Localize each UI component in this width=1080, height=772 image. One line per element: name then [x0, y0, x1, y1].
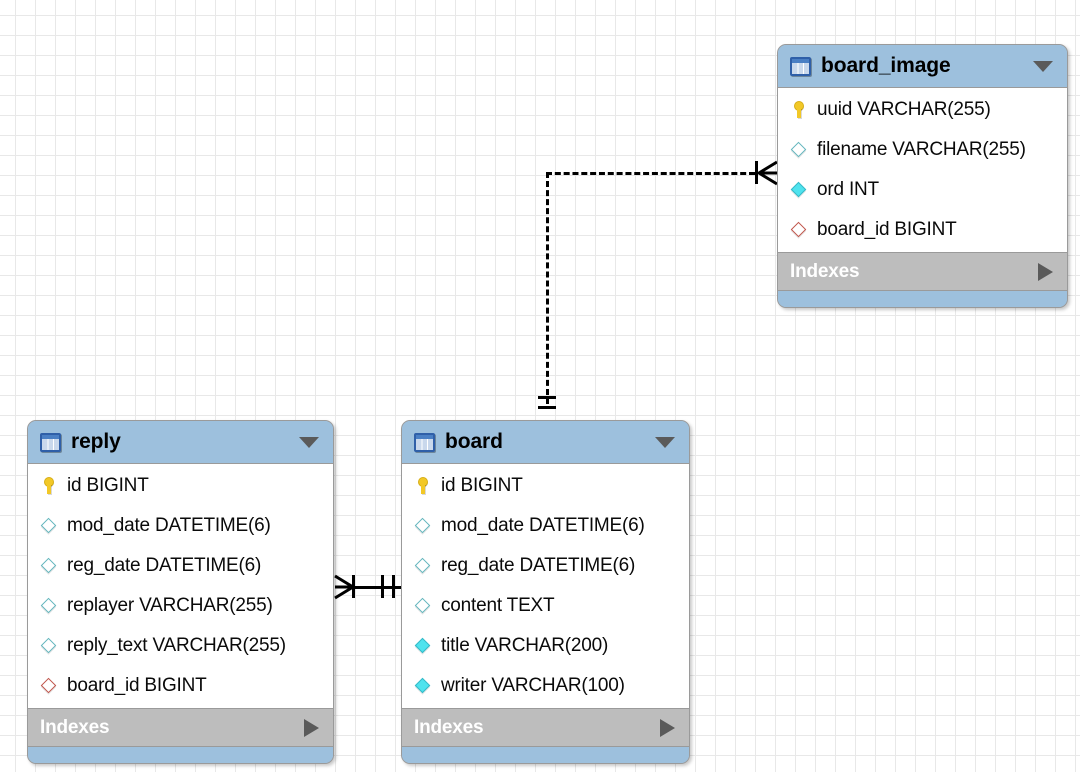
chevron-right-icon[interactable]: [1038, 262, 1053, 281]
not-null-column-icon: [790, 181, 808, 199]
primary-key-icon: [414, 477, 432, 495]
column-label: filename VARCHAR(255): [817, 139, 1026, 160]
nullable-column-icon: [414, 597, 432, 615]
indexes-label: Indexes: [40, 716, 110, 738]
column-row[interactable]: writer VARCHAR(100): [402, 666, 689, 706]
column-row[interactable]: replayer VARCHAR(255): [28, 586, 333, 626]
crows-foot-board_image: [758, 160, 778, 186]
relationship-horizontal-segment: [546, 172, 755, 175]
column-row[interactable]: mod_date DATETIME(6): [28, 506, 333, 546]
nullable-column-icon: [414, 557, 432, 575]
column-row[interactable]: reply_text VARCHAR(255): [28, 626, 333, 666]
table-footer: [778, 291, 1067, 307]
cardinality-one-tick-outer: [538, 406, 556, 409]
column-label: content TEXT: [441, 595, 555, 616]
table-header-board[interactable]: board: [402, 421, 689, 463]
column-label: uuid VARCHAR(255): [817, 99, 991, 120]
chevron-down-icon[interactable]: [299, 437, 319, 448]
column-row[interactable]: reg_date DATETIME(6): [402, 546, 689, 586]
table-title: board: [445, 430, 503, 453]
nullable-column-icon: [790, 141, 808, 159]
nullable-column-icon: [414, 517, 432, 535]
indexes-label: Indexes: [414, 716, 484, 738]
table-header-board_image[interactable]: board_image: [778, 45, 1067, 87]
foreign-key-icon: [40, 677, 58, 695]
not-null-column-icon: [414, 637, 432, 655]
primary-key-icon: [790, 101, 808, 119]
table-footer: [28, 747, 333, 763]
nullable-column-icon: [40, 517, 58, 535]
indexes-label: Indexes: [790, 260, 860, 282]
table-header-reply[interactable]: reply: [28, 421, 333, 463]
nullable-column-icon: [40, 637, 58, 655]
column-list: uuid VARCHAR(255) filename VARCHAR(255) or…: [778, 87, 1067, 253]
column-label: id BIGINT: [67, 475, 149, 496]
column-label: board_id BIGINT: [67, 675, 207, 696]
table-board[interactable]: board id BIGINT mod_date DATETIME(6) reg_da…: [401, 420, 690, 764]
cardinality-one-tick-inner: [538, 396, 556, 399]
foreign-key-icon: [790, 221, 808, 239]
column-label: writer VARCHAR(100): [441, 675, 625, 696]
indexes-section[interactable]: Indexes: [402, 709, 689, 747]
relationship-vertical-segment: [546, 172, 549, 404]
cardinality-many-bar: [755, 161, 758, 184]
column-label: reply_text VARCHAR(255): [67, 635, 286, 656]
table-icon: [414, 432, 435, 452]
column-label: ord INT: [817, 179, 879, 200]
indexes-section[interactable]: Indexes: [28, 709, 333, 747]
column-row[interactable]: reg_date DATETIME(6): [28, 546, 333, 586]
table-icon: [790, 56, 811, 76]
chevron-right-icon[interactable]: [304, 718, 319, 737]
column-label: mod_date DATETIME(6): [67, 515, 271, 536]
nullable-column-icon: [40, 597, 58, 615]
relationship-horizontal-segment: [353, 586, 401, 589]
column-row[interactable]: content TEXT: [402, 586, 689, 626]
table-reply[interactable]: reply id BIGINT mod_date DATETIME(6) reg_da…: [27, 420, 334, 764]
chevron-down-icon[interactable]: [1033, 61, 1053, 72]
crows-foot-reply: [334, 574, 354, 600]
column-row[interactable]: board_id BIGINT: [28, 666, 333, 706]
column-label: mod_date DATETIME(6): [441, 515, 645, 536]
table-title: reply: [71, 430, 121, 453]
column-label: reg_date DATETIME(6): [67, 555, 262, 576]
column-row[interactable]: id BIGINT: [28, 466, 333, 506]
table-footer: [402, 747, 689, 763]
chevron-right-icon[interactable]: [660, 718, 675, 737]
table-title: board_image: [821, 54, 951, 77]
column-label: title VARCHAR(200): [441, 635, 609, 656]
indexes-section[interactable]: Indexes: [778, 253, 1067, 291]
cardinality-one-tick-inner: [392, 575, 395, 598]
column-row[interactable]: title VARCHAR(200): [402, 626, 689, 666]
table-icon: [40, 432, 61, 452]
column-row[interactable]: board_id BIGINT: [778, 210, 1067, 250]
chevron-down-icon[interactable]: [655, 437, 675, 448]
column-row[interactable]: filename VARCHAR(255): [778, 130, 1067, 170]
column-label: reg_date DATETIME(6): [441, 555, 636, 576]
not-null-column-icon: [414, 677, 432, 695]
column-list: id BIGINT mod_date DATETIME(6) reg_date DA…: [28, 463, 333, 709]
column-label: id BIGINT: [441, 475, 523, 496]
column-list: id BIGINT mod_date DATETIME(6) reg_date DA…: [402, 463, 689, 709]
column-row[interactable]: uuid VARCHAR(255): [778, 90, 1067, 130]
column-row[interactable]: ord INT: [778, 170, 1067, 210]
cardinality-one-tick-outer: [381, 575, 384, 598]
nullable-column-icon: [40, 557, 58, 575]
primary-key-icon: [40, 477, 58, 495]
column-label: board_id BIGINT: [817, 219, 957, 240]
column-row[interactable]: id BIGINT: [402, 466, 689, 506]
cardinality-many-bar: [352, 575, 355, 598]
column-row[interactable]: mod_date DATETIME(6): [402, 506, 689, 546]
column-label: replayer VARCHAR(255): [67, 595, 273, 616]
